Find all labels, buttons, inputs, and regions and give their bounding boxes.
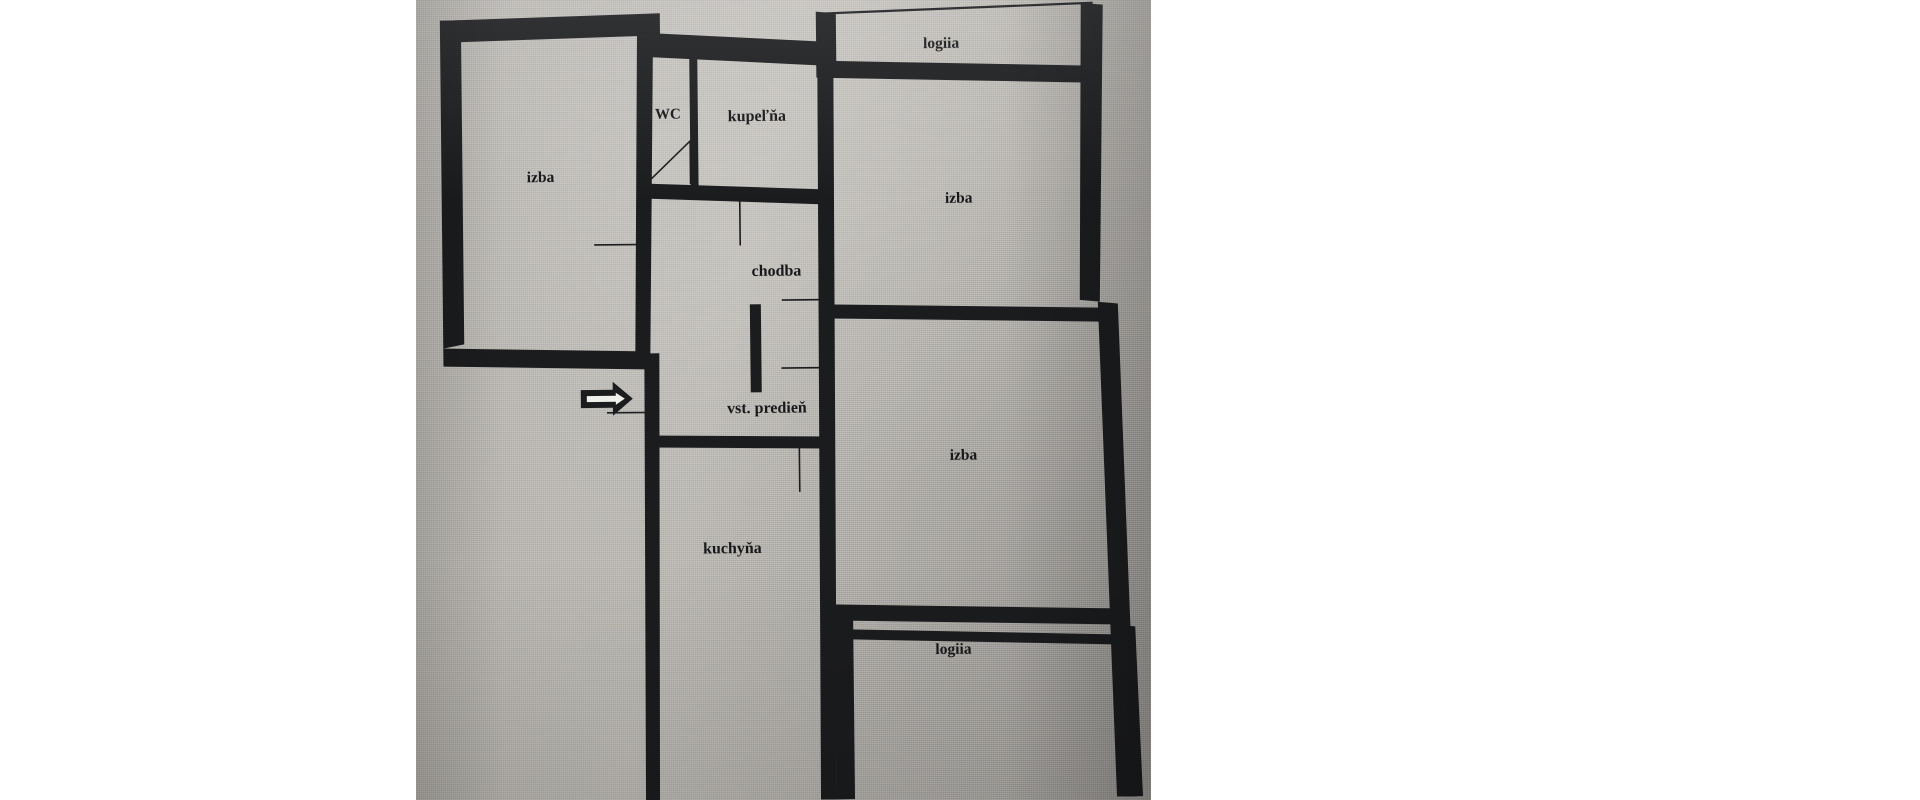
room-label-vst-predien: vst. predieň: [727, 399, 807, 417]
door-swing-izba-left: [594, 197, 649, 246]
room-label-logiia-top: logiia: [923, 35, 960, 52]
wall-loggia-top-bottom: [816, 60, 1097, 83]
room-label-izba-right-bottom: izba: [950, 447, 978, 464]
wall-loggia-top-outline: [821, 1, 1093, 15]
wall-hallway-stub: [749, 304, 762, 393]
room-label-izba-right-top: izba: [945, 190, 973, 207]
wall-loggia-bottom-left-jamb: [834, 604, 856, 800]
wall-group: [439, 1, 1144, 800]
room-label-group: izba WC kupeľňa logiia izba chodba vst. …: [527, 35, 978, 658]
door-swing-group: [594, 139, 830, 492]
room-label-kuchyna: kuchyňa: [703, 540, 762, 558]
entrance-arrow-icon: [580, 381, 633, 416]
wall-right-rooms-inner: [817, 63, 838, 800]
wall-center-spine-lower: [644, 353, 661, 800]
wall-bath-bottom: [642, 183, 828, 205]
floor-plan-photo: izba WC kupeľňa logiia izba chodba vst. …: [416, 0, 1151, 800]
floor-plan-drawing: izba WC kupeľňa logiia izba chodba vst. …: [416, 0, 1151, 800]
wall-between-right-izbas: [831, 304, 1103, 322]
floor-plan-svg: izba WC kupeľňa logiia izba chodba vst. …: [439, 1, 1144, 800]
wall-wc-kupelna-divider: [689, 36, 699, 191]
wall-izba-right-bottom: [834, 604, 1126, 625]
door-swing-entrance: [606, 375, 650, 414]
wall-left-outer: [439, 20, 465, 349]
door-swing-izba-right-bottom: [781, 321, 830, 369]
room-label-chodba: chodba: [752, 262, 802, 280]
wall-loggia-bottom-top: [849, 629, 1122, 645]
wall-top-center: [636, 32, 824, 66]
wall-izba-left-bottom: [443, 348, 647, 370]
door-swing-kitchen: [752, 446, 801, 492]
door-swing-kupelna: [692, 197, 742, 246]
room-label-kupelna: kupeľňa: [728, 108, 786, 126]
wall-right-outer-upper: [1079, 2, 1103, 302]
wall-vestibule-kitchen: [645, 435, 830, 449]
room-label-wc: WC: [655, 107, 681, 123]
room-label-izba-left: izba: [527, 169, 555, 186]
door-swing-izba-right-top: [781, 256, 829, 301]
entrance-arrow-inner-highlight: [586, 392, 625, 405]
wall-loggia-bottom-right-jamb: [1117, 624, 1144, 797]
door-swing-wc: [644, 139, 692, 187]
wall-top-left-outer: [453, 13, 661, 43]
room-label-logiia-bottom: logiia: [935, 641, 972, 658]
